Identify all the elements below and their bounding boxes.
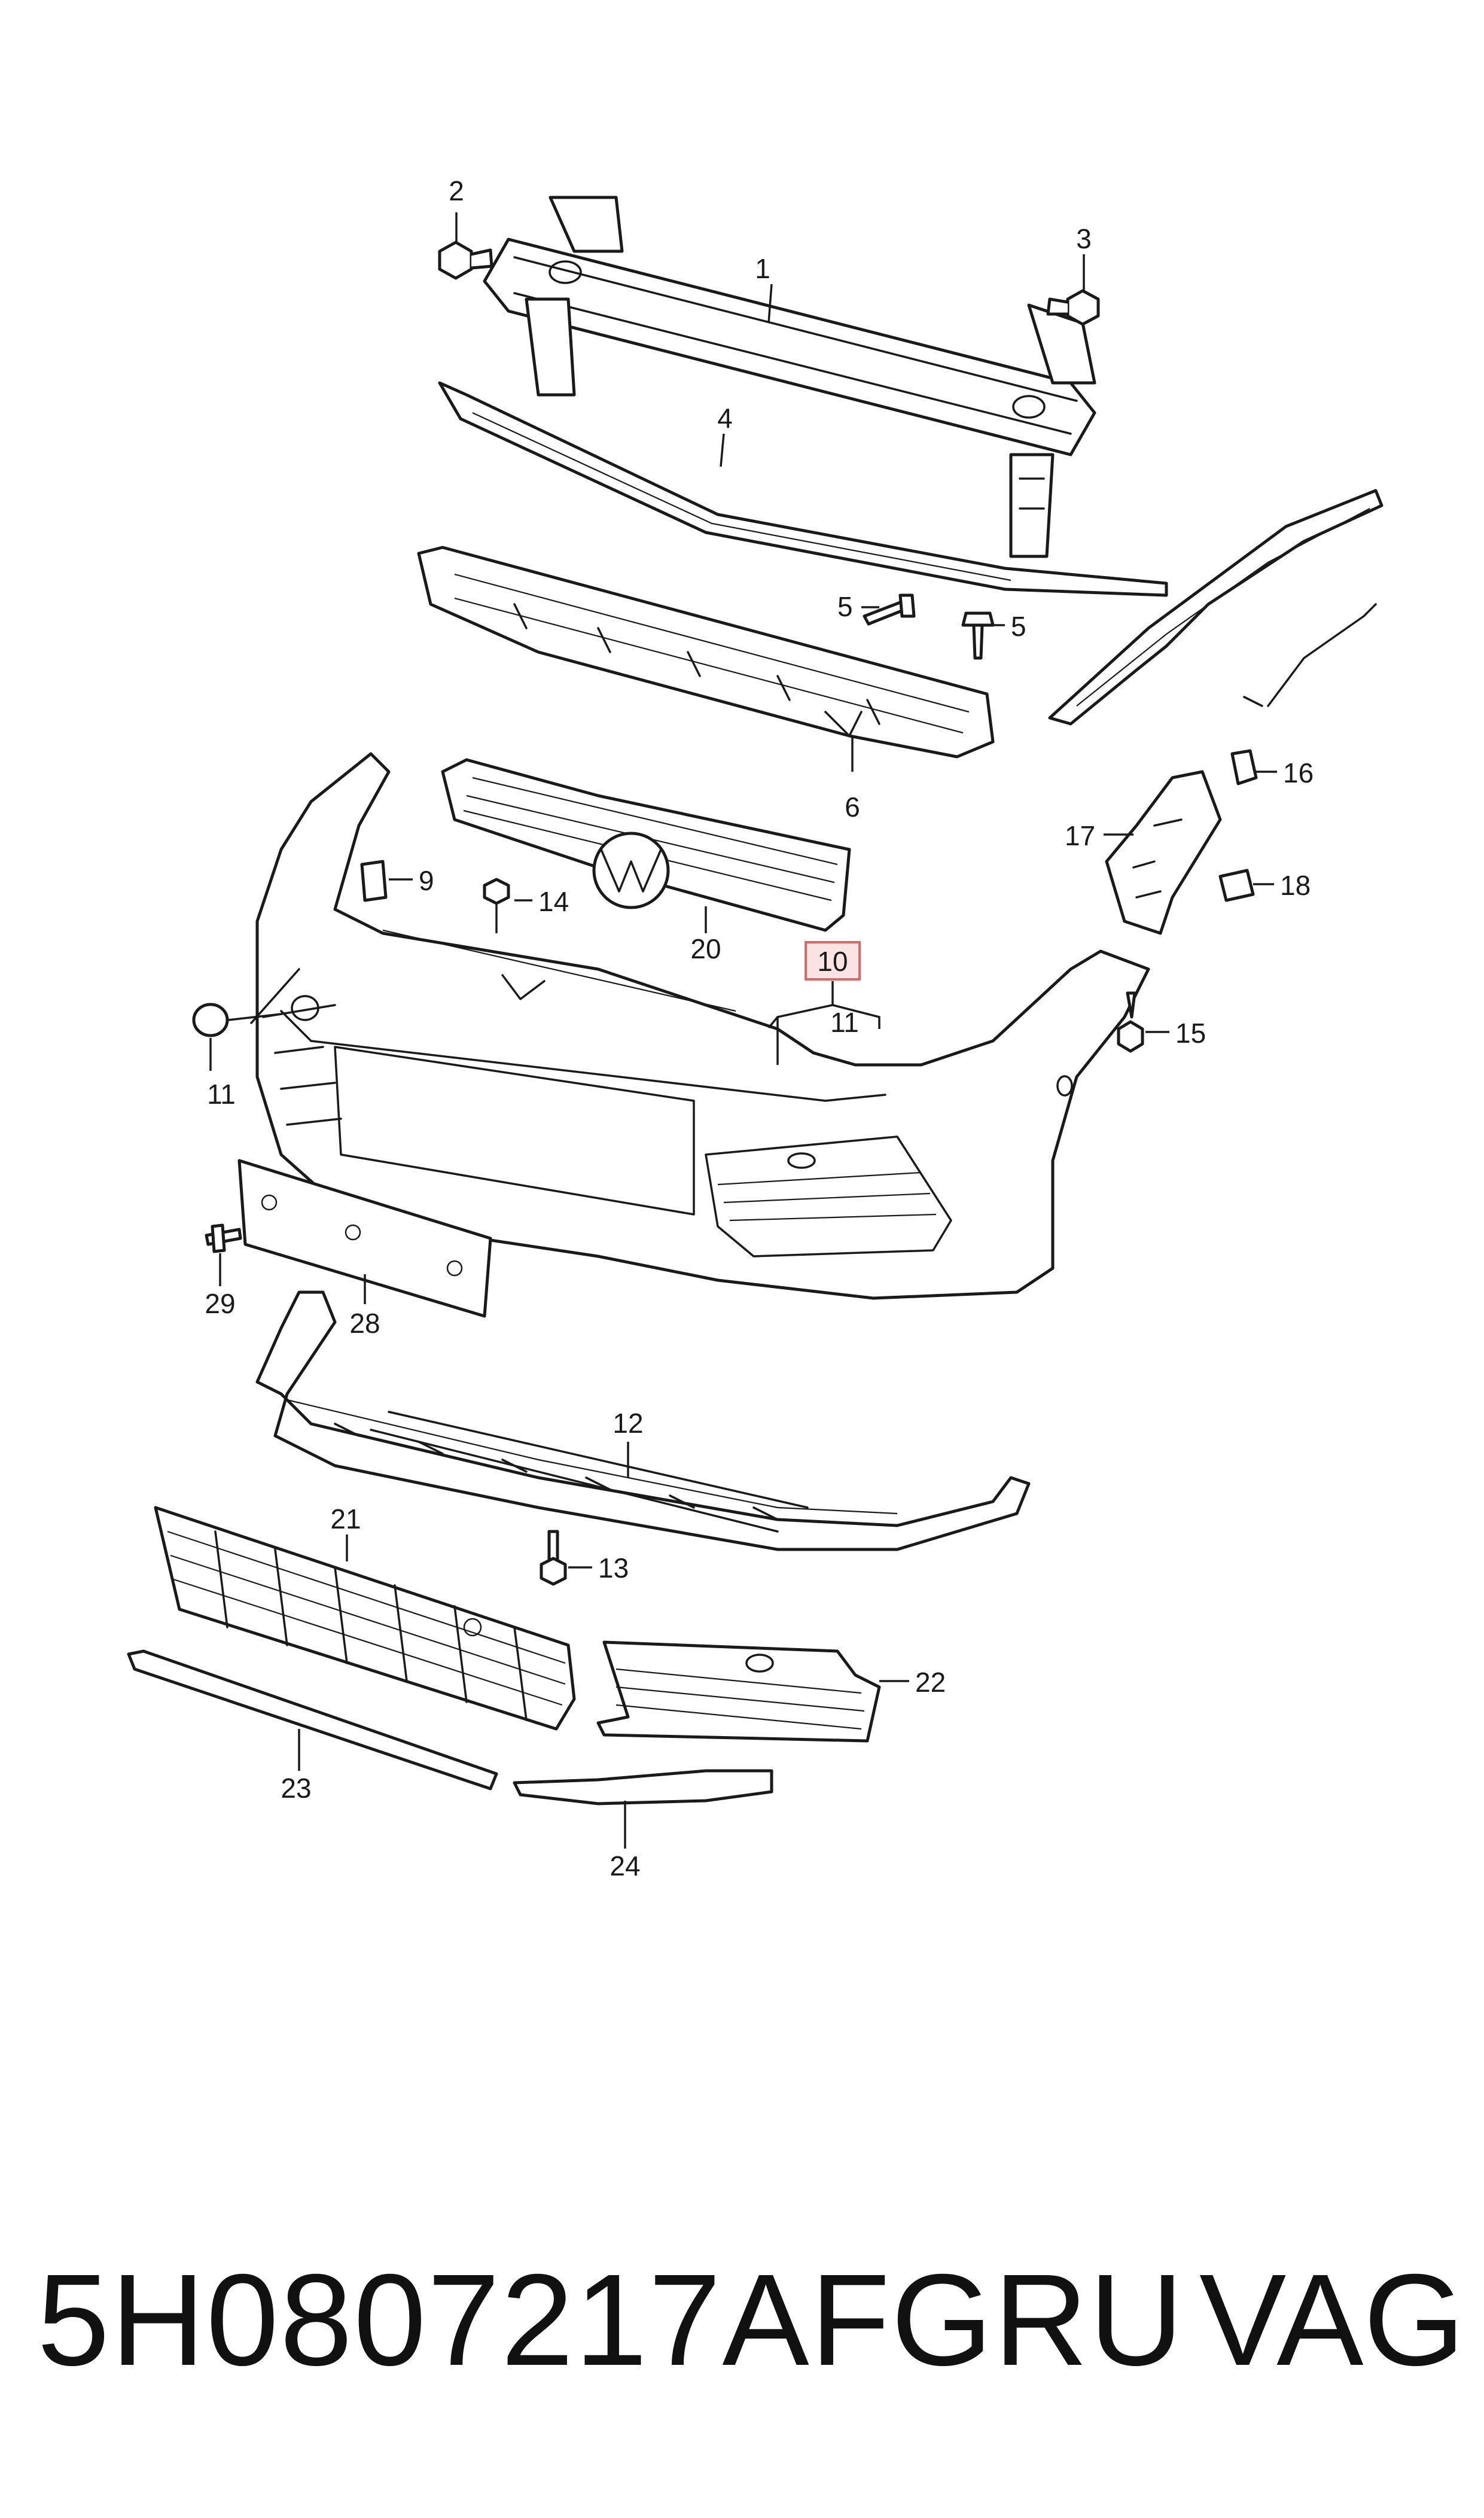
callout-18: 18: [1280, 870, 1311, 901]
parts-exploded-diagram: 1 2 3 4 5 5 6 9 10 11 11 12 13 14 15 16 …: [127, 175, 1384, 1881]
lower-grille-21: [154, 1506, 576, 1731]
callout-17: 17: [1065, 820, 1095, 851]
callout-2: 2: [449, 175, 464, 206]
clip-18: [1218, 869, 1274, 902]
callout-28: 28: [349, 1308, 380, 1339]
rivet-5a: [863, 593, 916, 626]
brand-caption: VAG: [1199, 2248, 1465, 2393]
guide-bracket-17: [1104, 770, 1222, 935]
screw-13: [540, 1530, 592, 1586]
part-number-caption: 5H0807217AFGRU: [37, 2248, 1185, 2393]
callout-10-group: [767, 941, 880, 1065]
callout-12: 12: [613, 1408, 643, 1439]
trim-strip-24: [513, 1769, 773, 1849]
lower-spoiler-12: [255, 1290, 1031, 1551]
trim-strip-23: [127, 1649, 498, 1791]
callout-5a: 5: [837, 591, 853, 622]
callout-9: 9: [419, 865, 434, 896]
screw-2: [438, 212, 493, 280]
rivet-29: [205, 1223, 242, 1286]
bumper-reinforcement-beam: [483, 196, 1096, 558]
callout-23: 23: [281, 1773, 311, 1804]
callout-1: 1: [755, 253, 770, 284]
cover-strip-4: [438, 381, 1168, 597]
callout-3: 3: [1076, 223, 1092, 254]
upper-leaders: [720, 284, 1005, 772]
callout-11b: 11: [207, 1079, 236, 1110]
screw-15: [1117, 991, 1169, 1053]
callout-24: 24: [610, 1850, 640, 1881]
callout-22: 22: [915, 1667, 946, 1698]
callout-13: 13: [598, 1552, 629, 1584]
bumper-cover-10: [250, 752, 1150, 1300]
callout-5b: 5: [1011, 611, 1026, 642]
callout-6: 6: [845, 791, 860, 823]
callout-29: 29: [205, 1288, 235, 1319]
energy-absorber-6: [417, 546, 995, 759]
license-plate-bracket-28: [237, 1159, 492, 1318]
fender: [1048, 489, 1384, 726]
callout-21: 21: [330, 1503, 361, 1534]
fog-light-cover-22: [596, 1640, 909, 1743]
callout-16: 16: [1283, 757, 1314, 788]
callout-15: 15: [1175, 1018, 1206, 1049]
clip-9: [360, 860, 413, 902]
clip-16: [1230, 749, 1277, 785]
tow-hook-cap-11: [192, 1003, 282, 1071]
screw-14: [483, 878, 532, 933]
screw-3: [1046, 254, 1100, 326]
radiator-grille-20: [441, 758, 851, 933]
callout-14: 14: [538, 886, 569, 917]
callout-20: 20: [690, 933, 721, 964]
callout-11a: 11: [830, 1007, 859, 1038]
callout-4: 4: [717, 403, 733, 434]
callout-10: 10: [817, 946, 848, 977]
rivet-5b: [961, 611, 995, 660]
